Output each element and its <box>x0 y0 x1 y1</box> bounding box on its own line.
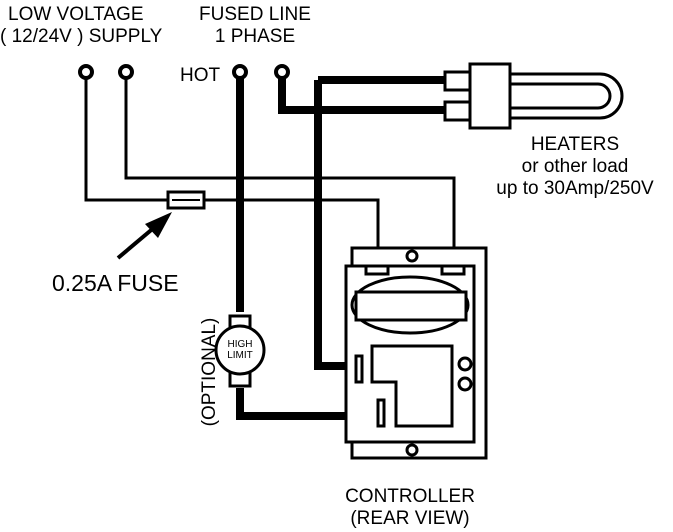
indicator-hole-1 <box>457 356 473 372</box>
mounting-screw-bottom <box>405 443 419 457</box>
transformer-core <box>354 290 468 322</box>
fused-line-label-line2: 1 PHASE <box>214 26 296 47</box>
hot-label: HOT <box>180 65 221 86</box>
load-spade-lower <box>376 398 386 428</box>
high-limit-label-line1: HIGH <box>227 339 253 350</box>
high-limit-switch <box>214 324 266 376</box>
low-voltage-spade-left <box>364 264 390 276</box>
hot-terminal <box>232 64 248 80</box>
low-voltage-wire-right <box>124 74 456 266</box>
fuse-label: 0.25A FUSE <box>52 270 179 296</box>
heater-pin-top <box>443 70 472 92</box>
low-voltage-label: LOW VOLTAGE ( 12/24V ) SUPPLY <box>0 4 180 48</box>
heaters-label-line2: or other load <box>521 156 629 177</box>
fuse-arrow-shaft <box>116 224 158 260</box>
controller-label-line2: (REAR VIEW) <box>350 508 470 529</box>
controller-label: CONTROLLER (REAR VIEW) <box>325 486 495 530</box>
low-voltage-wire-left-continued <box>204 198 380 266</box>
low-voltage-wire-left <box>84 74 168 202</box>
hot-wire-to-controller <box>236 388 356 420</box>
controller <box>344 246 488 460</box>
indicator-hole-2 <box>457 376 473 392</box>
controller-label-line1: CONTROLLER <box>345 486 475 507</box>
low-voltage-label-line1: LOW VOLTAGE <box>8 4 144 25</box>
low-voltage-label-line2: ( 12/24V ) SUPPLY <box>0 26 163 47</box>
fused-line-label-line1: FUSED LINE <box>199 4 311 25</box>
load-return-wire <box>314 76 445 370</box>
load-spade-upper <box>354 354 364 384</box>
heaters-label-line3: up to 30Amp/250V <box>496 178 654 199</box>
heater-loop <box>508 72 624 120</box>
heater-terminal-block <box>468 62 512 130</box>
heaters-label: HEATERS or other load up to 30Amp/250V <box>480 134 670 200</box>
mounting-screw-top <box>405 249 419 263</box>
high-limit-label: HIGH LIMIT <box>220 339 260 361</box>
relay-housing <box>370 344 454 428</box>
fused-line-label: FUSED LINE 1 PHASE <box>180 4 330 48</box>
heater-pin-bottom <box>443 100 472 122</box>
low-voltage-terminal-2 <box>118 64 134 80</box>
line-to-heater-wire <box>278 76 445 114</box>
fuse-arrow-head <box>145 212 172 238</box>
heaters-label-line1: HEATERS <box>530 134 620 155</box>
optional-label: (OPTIONAL) <box>199 317 220 427</box>
high-limit-label-line2: LIMIT <box>227 350 253 361</box>
low-voltage-spade-right <box>440 264 466 276</box>
low-voltage-terminal-1 <box>78 64 94 80</box>
line-terminal-2 <box>274 64 290 80</box>
